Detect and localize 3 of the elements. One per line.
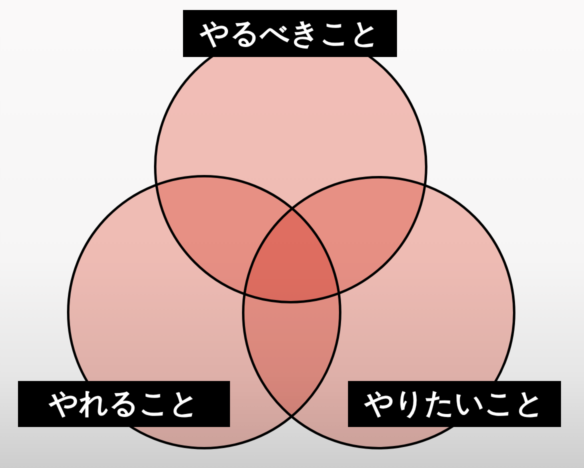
circle-label: やりたいこと [348,380,561,427]
circle-label: やるべきこと [182,10,397,57]
circle-label: やれること [18,380,230,427]
